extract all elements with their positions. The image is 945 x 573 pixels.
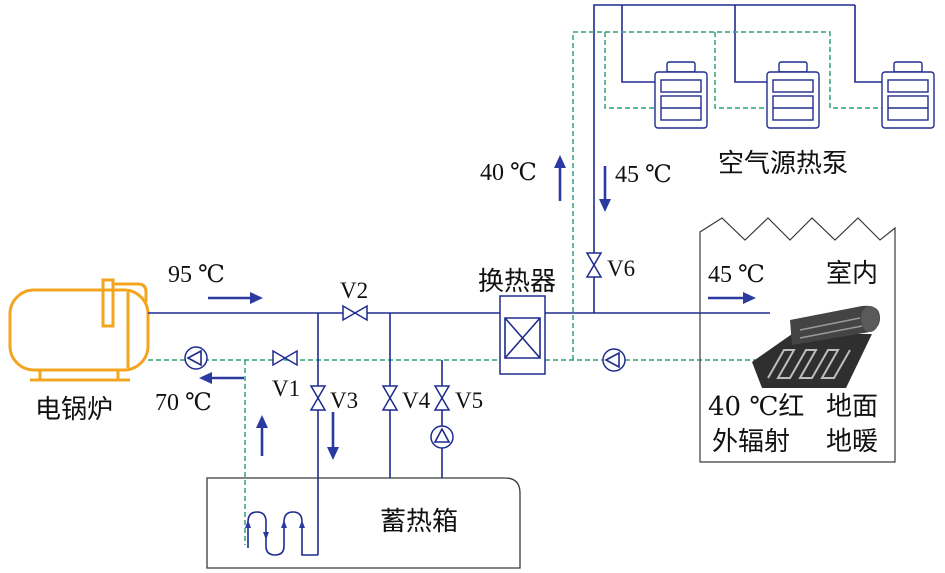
valve-v3 [309,385,327,411]
heat-pump-unit-3 [881,61,935,129]
arrow-boiler-supply [208,292,263,304]
valve-v5-label: V5 [455,388,483,413]
storage-tank-label: 蓄热箱 [380,507,458,537]
arrow-boiler-return [199,372,244,384]
electric-boiler [8,278,150,382]
valve-v2 [342,304,368,322]
valve-v3-label: V3 [330,388,358,413]
storage-tank [206,477,521,569]
heat-pump-return-pipe [572,31,882,360]
boiler-label: 电锅炉 [35,395,113,425]
hp-return-temp-label: 45 ℃ [615,162,672,188]
arrow-tank-down [327,412,339,460]
boiler-base [30,370,130,382]
indoor-room [699,217,896,463]
valve-v1-label: V1 [272,376,300,401]
room-temp-label: 45 ℃ [708,262,765,288]
floor-heating-mat [752,305,880,388]
valve-v4 [381,385,399,411]
floor-pump [602,348,626,372]
heat-exchanger-label: 换热器 [478,267,556,297]
floor-heating-label-line1: 地面 [826,392,878,422]
valve-v2-label: V2 [340,278,368,303]
valve-v1 [272,349,298,367]
tank-pump [430,425,454,449]
arrow-hp-down [599,166,611,212]
boiler-pump [184,346,208,370]
boiler-body [8,288,150,372]
arrow-tank-up [256,415,268,456]
coil-arrow-down-1 [263,532,269,540]
heat-pump-supply-pipe [593,4,882,313]
coil-arrow-up-1 [245,520,251,528]
boiler-flue [113,282,148,302]
tank-coil [247,511,318,556]
radiant-label-line2: 外辐射 [712,427,790,457]
arrow-hp-up [554,155,566,201]
valve-v5 [433,385,451,411]
valve-v6 [585,252,603,278]
valve-v4-label: V4 [402,388,431,413]
boiler-chimney [101,278,115,328]
hp-supply-temp-label: 40 ℃ [480,160,537,186]
coil-arrow-up-3 [299,520,305,528]
arrow-room-supply [708,292,756,304]
radiant-label-line1: 40 ℃红 [708,392,804,422]
heat-exchanger [499,295,546,375]
valve-v6-label: V6 [607,256,635,281]
heat-pump-unit-2 [766,61,820,129]
heat-pump-label: 空气源热泵 [718,149,848,179]
boiler-return-temp-label: 70 ℃ [155,390,212,416]
heat-pump-unit-1 [654,61,708,129]
room-label: 室内 [826,259,878,289]
boiler-supply-temp-label: 95 ℃ [168,262,225,288]
coil-arrow-up-2 [281,520,287,528]
floor-heating-label-line2: 地暖 [826,427,878,457]
